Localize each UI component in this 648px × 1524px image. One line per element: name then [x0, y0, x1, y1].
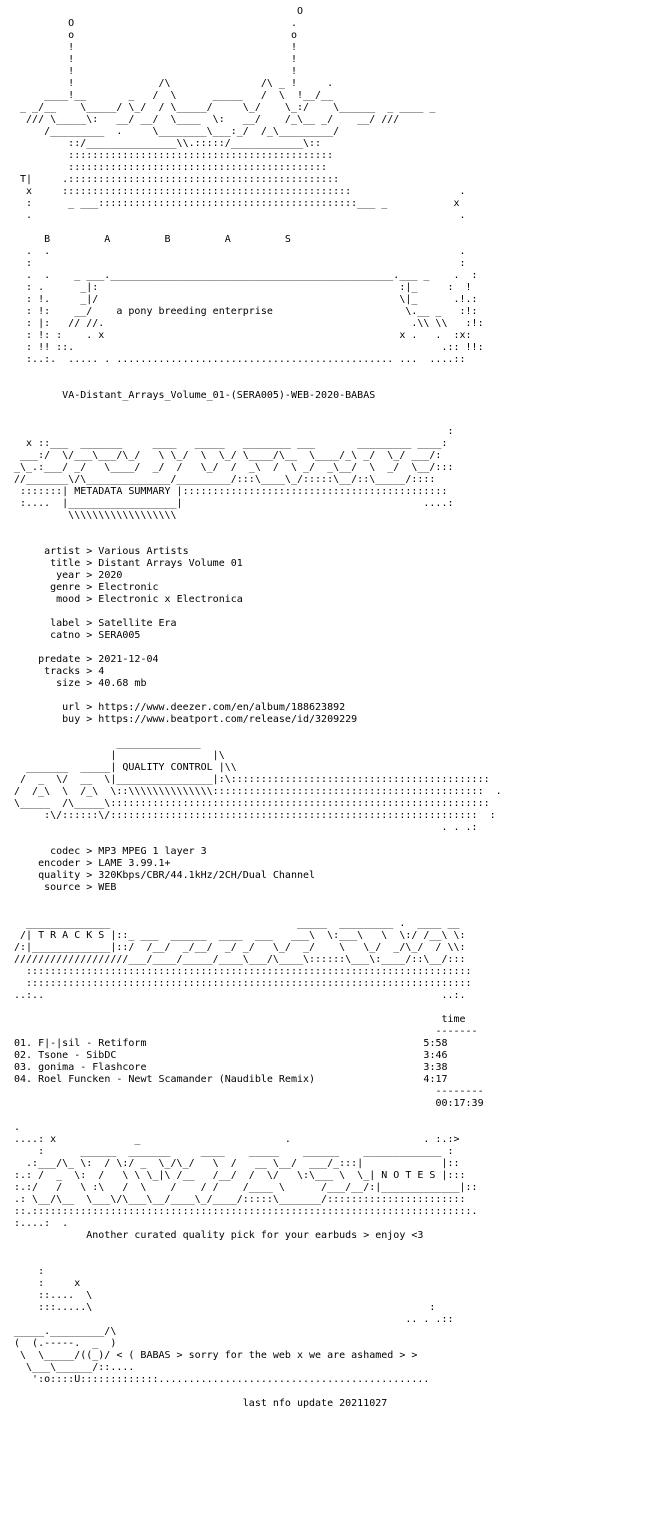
title-value: Distant Arrays Volume 01 [98, 558, 243, 569]
notes-banner: . ....: x _ . . :.:> : ______ _______ __… [14, 1122, 478, 1229]
codec-value: MP3 MPEG 1 layer 3 [98, 846, 207, 857]
track-time: 3:46 [423, 1050, 448, 1061]
metadata-banner: : x ::___ _______ ____ _____ ________ __… [14, 426, 454, 521]
track-title: gonima - Flashcore [38, 1062, 147, 1073]
catno-value: SERA005 [98, 630, 141, 641]
time-header: time [441, 1014, 466, 1025]
track-row: 01. F|-|sil - Retiform 5:58 [14, 1038, 448, 1049]
track-time: 4:17 [423, 1074, 448, 1085]
total-time: 00:17:39 [435, 1098, 484, 1109]
time-header-rule: ------- [435, 1026, 478, 1037]
tracks-count-value: 4 [98, 666, 105, 677]
track-number: 02. [14, 1050, 33, 1061]
track-time: 3:38 [423, 1062, 448, 1073]
track-row: 02. Tsone - SibDC 3:46 [14, 1050, 448, 1061]
predate-value: 2021-12-04 [98, 654, 159, 665]
quality-value: 320Kbps/CBR/44.1kHz/2CH/Dual Channel [98, 870, 316, 881]
last-update-line: last nfo update 20211027 [14, 1398, 648, 1410]
track-row: 03. gonima - Flashcore 3:38 [14, 1062, 448, 1073]
group-name-line: B A B A S [14, 234, 291, 245]
release-name-text: VA-Distant_Arrays_Volume_01-(SERA005)-WE… [62, 390, 376, 401]
release-name: VA-Distant_Arrays_Volume_01-(SERA005)-WE… [14, 390, 648, 402]
quality-control-banner: ______________ | |\ _______ _____| QUALI… [14, 738, 502, 833]
tracklist: time ------- 01. F|-|sil - Retiform 5:58… [14, 1014, 648, 1110]
label-value: Satellite Era [98, 618, 177, 629]
quality-list: codec > MP3 MPEG 1 layer 3 encoder > LAM… [14, 846, 316, 893]
source-value: WEB [98, 882, 117, 893]
footer-ascii-art: : : x ::.... \ :::.....\ : .. . .:: ____… [14, 1266, 454, 1385]
track-title: Roel Funcken - Newt Scamander (Naudible … [38, 1074, 316, 1085]
year-value: 2020 [98, 570, 123, 581]
genre-value: Electronic [98, 582, 159, 593]
track-number: 04. [14, 1074, 33, 1085]
track-title: F|-|sil - Retiform [38, 1038, 147, 1049]
artist-value: Various Artists [98, 546, 189, 557]
metadata-list: artist > Various Artists title > Distant… [14, 546, 358, 725]
total-rule: -------- [435, 1086, 484, 1097]
notes-text: Another curated quality pick for your ea… [86, 1230, 424, 1241]
notes: Another curated quality pick for your ea… [14, 1230, 648, 1242]
encoder-value: LAME 3.99.1+ [98, 858, 171, 869]
tracks-banner: ______________ _____ _________ . ____ __… [14, 918, 472, 1001]
track-time: 5:58 [423, 1038, 448, 1049]
size-value: 40.68 mb [98, 678, 147, 689]
frame-ascii-art: . . . : : . . _ ___.____________________… [26, 246, 484, 365]
url-value: https://www.deezer.com/en/album/18862389… [98, 702, 346, 713]
track-number: 03. [14, 1062, 33, 1073]
mood-value: Electronic x Electronica [98, 594, 243, 605]
track-row: 04. Roel Funcken - Newt Scamander (Naudi… [14, 1074, 448, 1085]
track-number: 01. [14, 1038, 33, 1049]
header-ascii-art: O O . o o ! ! ! ! [20, 6, 466, 221]
buy-value: https://www.beatport.com/release/id/3209… [98, 714, 358, 725]
track-title: Tsone - SibDC [38, 1050, 117, 1061]
last-update-text: last nfo update 20211027 [242, 1398, 388, 1409]
